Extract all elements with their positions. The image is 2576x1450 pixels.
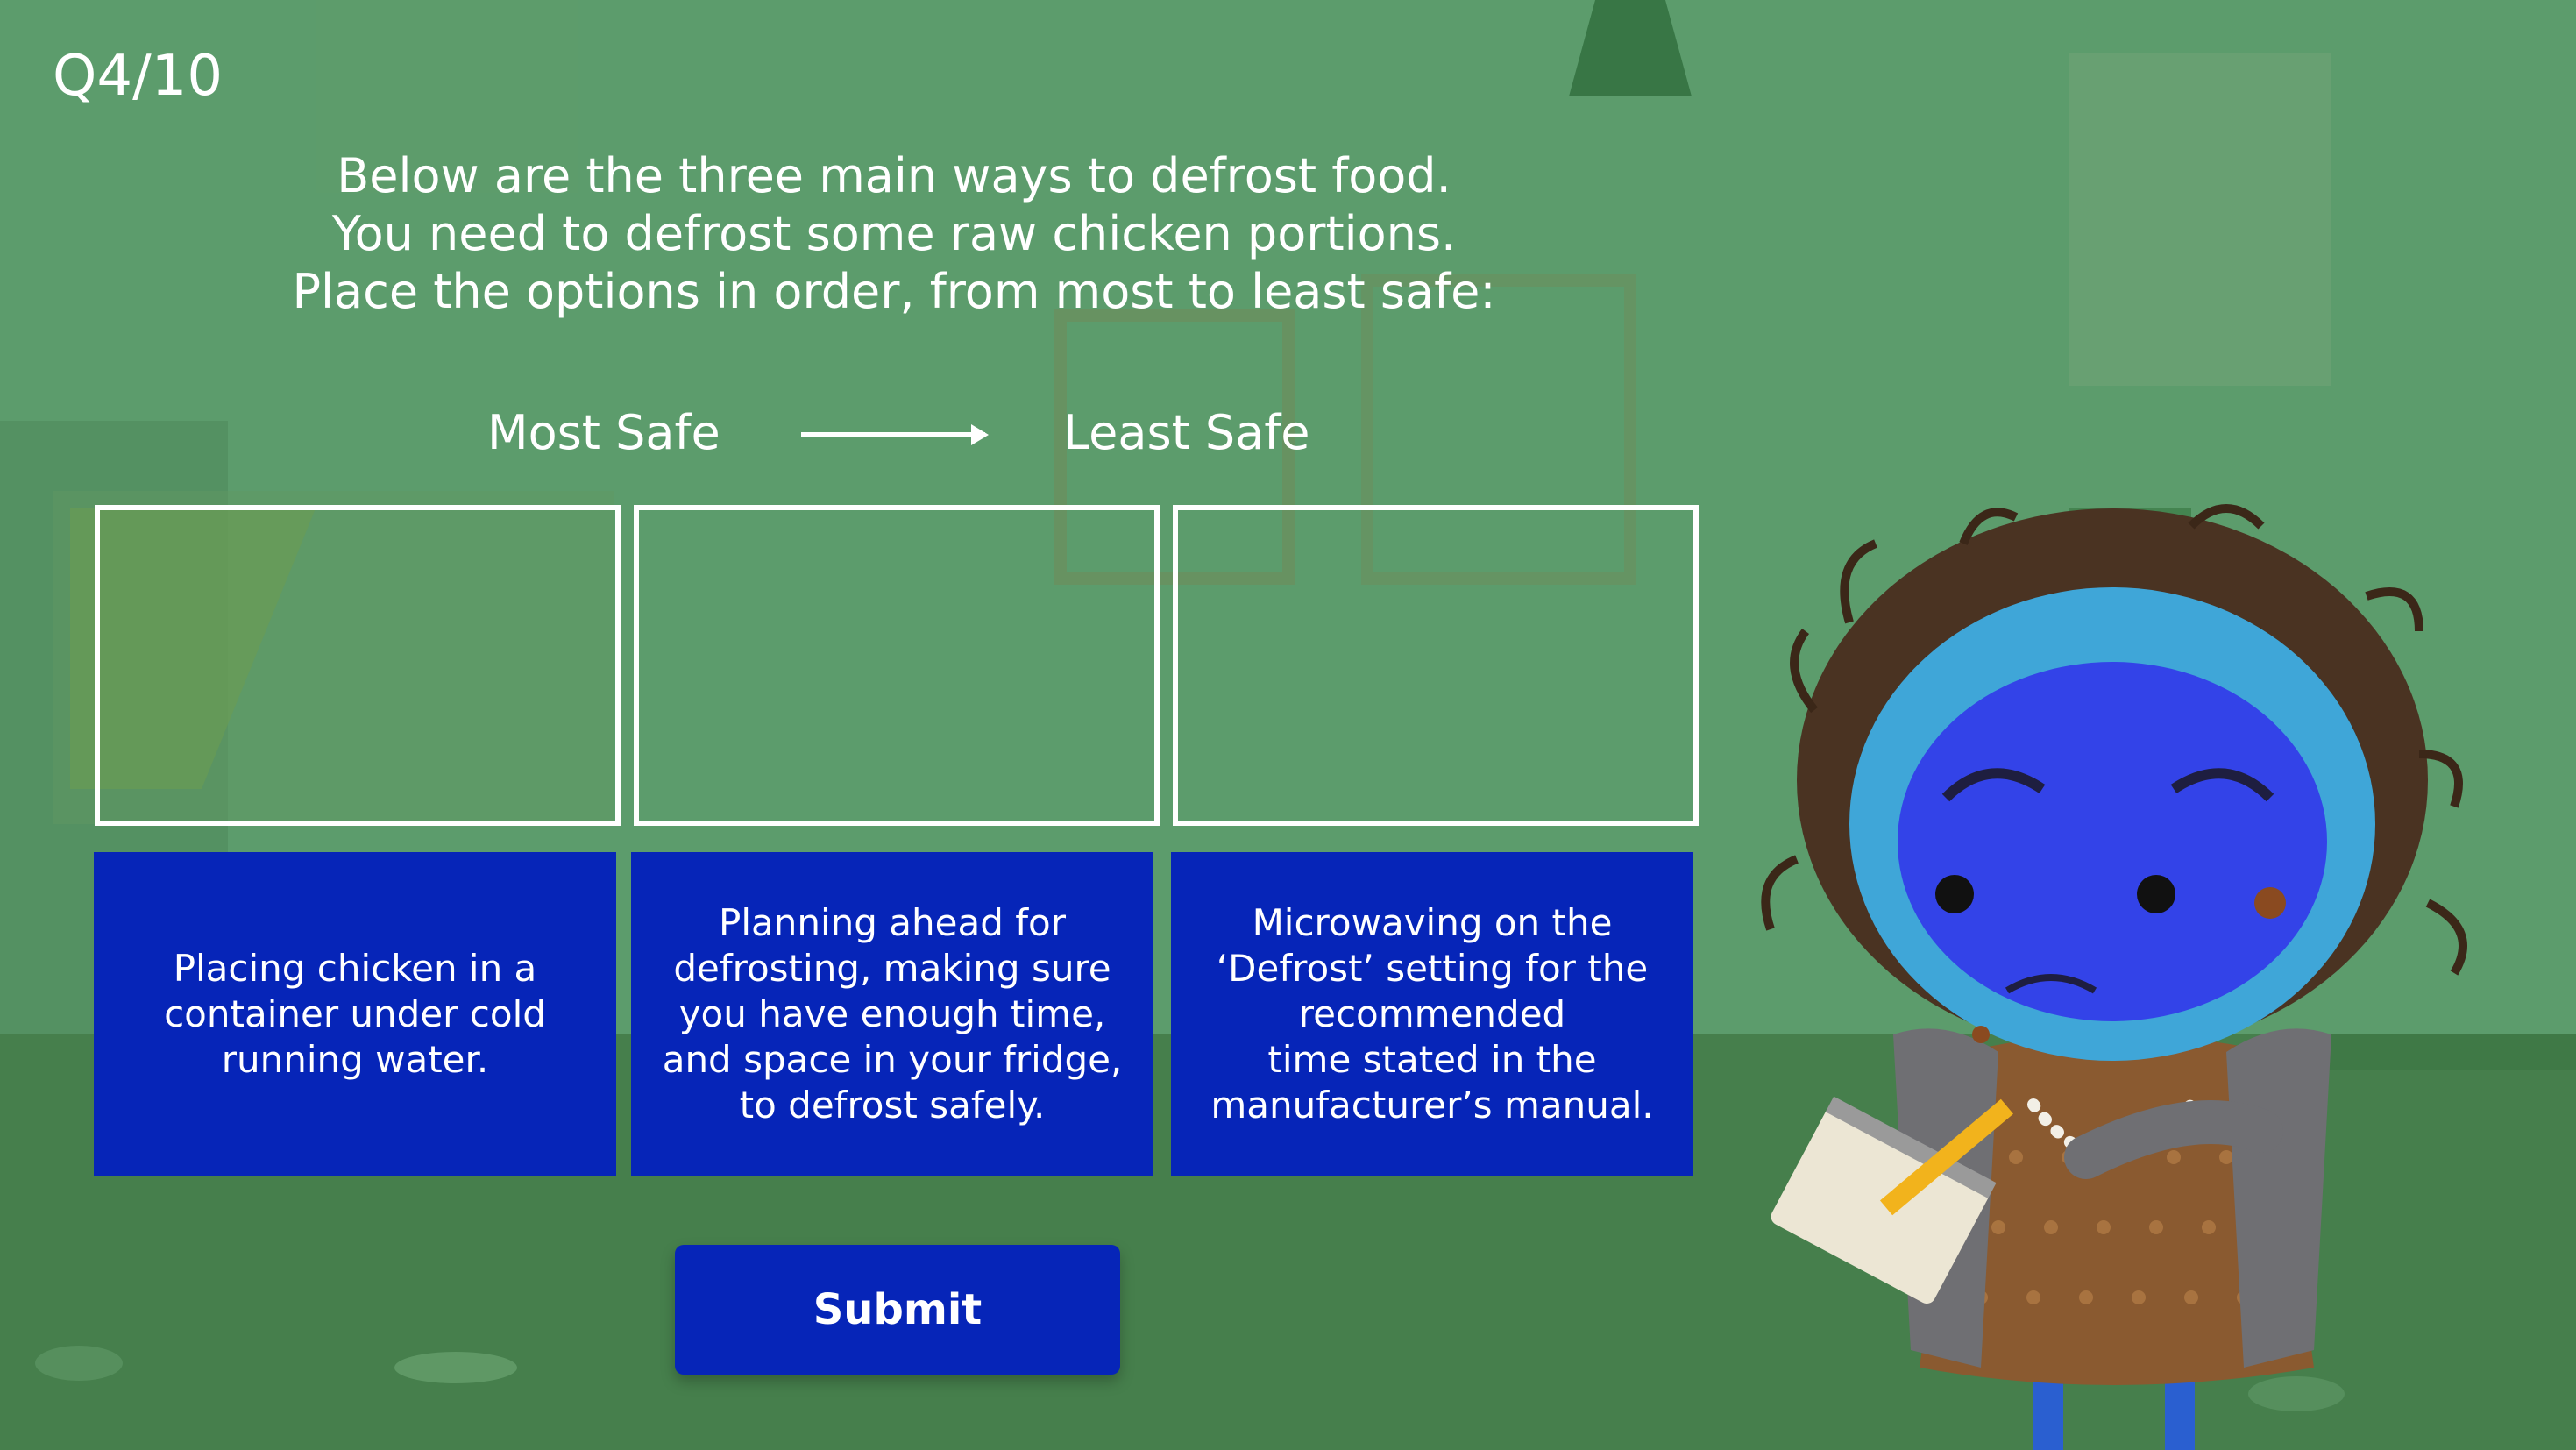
option-line: defrosting, making sure: [673, 947, 1111, 990]
character-cardigan-right: [2226, 1028, 2331, 1368]
grumpy-blue-character-icon: [1761, 504, 2467, 1450]
option-line: ‘Defrost’ setting for the: [1216, 947, 1649, 990]
character-mouth: [2005, 974, 2097, 994]
character-visor: [1898, 662, 2327, 1021]
option-line: Microwaving on the: [1252, 901, 1613, 944]
character-brow-left: [1941, 768, 2046, 802]
drop-slot-3[interactable]: [1173, 505, 1699, 826]
notepad-icon: [1771, 1096, 1997, 1304]
question-line: You need to defrost some raw chicken por…: [331, 206, 1457, 261]
character-stain: [2254, 887, 2286, 919]
option-line: recommended: [1298, 992, 1566, 1035]
character-necklace: [2027, 1098, 2197, 1163]
most-safe-label: Most Safe: [487, 405, 720, 460]
question-counter: Q4/10: [53, 44, 224, 109]
option-line: Placing chicken in a: [173, 947, 537, 990]
option-line: Planning ahead for: [719, 901, 1066, 944]
option-card-cold-water[interactable]: Placing chicken in a container under col…: [94, 852, 616, 1176]
option-line: you have enough time,: [678, 992, 1106, 1035]
submit-button[interactable]: Submit: [675, 1245, 1120, 1375]
pencil-icon: [1879, 1098, 2014, 1216]
least-safe-label: Least Safe: [1063, 405, 1310, 460]
character-eye-right: [2137, 875, 2175, 913]
character-arm: [2064, 1100, 2283, 1179]
option-line: time stated in the: [1267, 1038, 1597, 1081]
option-line: running water.: [221, 1038, 489, 1081]
arrow-right-icon: [801, 424, 989, 445]
character-eye-left: [1935, 875, 1974, 913]
floor-cup-left: [35, 1346, 123, 1381]
option-card-fridge[interactable]: Planning ahead for defrosting, making su…: [631, 852, 1153, 1176]
option-card-text: Planning ahead for defrosting, making su…: [663, 900, 1123, 1128]
floor-paper: [394, 1352, 517, 1383]
option-card-text: Microwaving on the ‘Defrost’ setting for…: [1210, 900, 1653, 1128]
option-line: container under cold: [164, 992, 546, 1035]
drop-slot-1[interactable]: [95, 505, 621, 826]
option-line: manufacturer’s manual.: [1210, 1084, 1654, 1127]
option-line: and space in your fridge,: [662, 1038, 1123, 1081]
option-line: to defrost safely.: [739, 1084, 1046, 1127]
option-card-text: Placing chicken in a container under col…: [164, 946, 546, 1083]
question-text: Below are the three main ways to defrost…: [210, 147, 1578, 321]
question-line: Below are the three main ways to defrost…: [337, 148, 1451, 203]
character-stain: [1972, 1026, 1990, 1043]
question-line: Place the options in order, from most to…: [292, 264, 1496, 319]
ceiling-lamp: [1569, 0, 1692, 96]
drop-slot-2[interactable]: [634, 505, 1160, 826]
poster-right: [2069, 53, 2331, 386]
character-brow-right: [2170, 768, 2274, 802]
option-card-microwave[interactable]: Microwaving on the ‘Defrost’ setting for…: [1171, 852, 1693, 1176]
